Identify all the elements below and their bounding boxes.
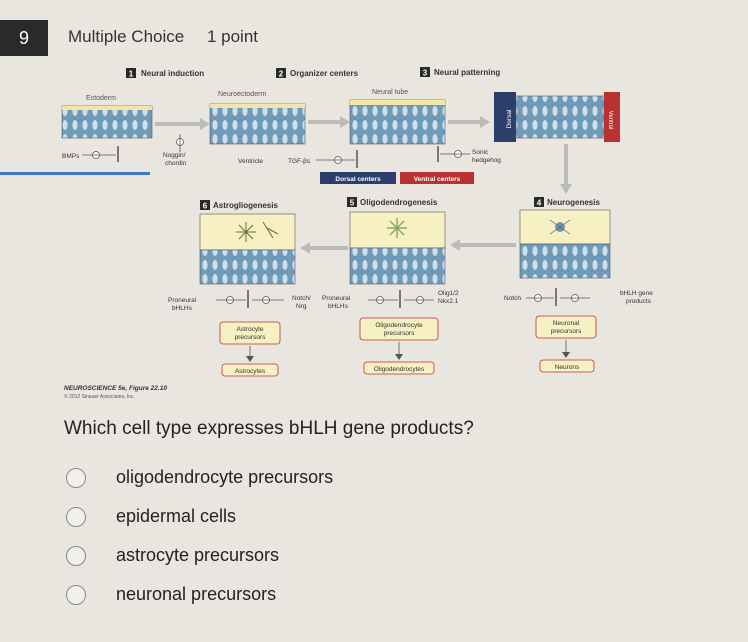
svg-text:Ventral: Ventral (607, 111, 613, 130)
option-1[interactable]: oligodendrocyte precursors (66, 458, 333, 497)
svg-text:Astrocytes: Astrocytes (235, 368, 266, 375)
neural-tube-tissue (349, 99, 446, 145)
svg-text:Organizer centers: Organizer centers (290, 69, 359, 78)
svg-text:precursors: precursors (551, 328, 582, 335)
sonic-label: Sonic (472, 149, 489, 156)
svg-text:Astrogliogenesis: Astrogliogenesis (213, 201, 278, 210)
selection-indicator-line (0, 172, 150, 175)
svg-text:Oligodendrocyte: Oligodendrocyte (375, 322, 423, 329)
answer-options: oligodendrocyte precursors epidermal cel… (66, 458, 333, 614)
olig-label: Olig1/2 (438, 290, 459, 297)
figure-copyright: © 2012 Sinauer Associates, Inc. (64, 393, 135, 400)
svg-text:Neural induction: Neural induction (141, 69, 204, 78)
svg-text:5: 5 (350, 199, 355, 208)
tgf-label: TGF-βs (288, 158, 311, 165)
svg-text:6: 6 (203, 202, 208, 211)
svg-text:Neural patterning: Neural patterning (434, 68, 500, 77)
step-5-header: 5 Oligodendrogenesis (347, 197, 438, 208)
ventricle-label: Ventricle (238, 158, 263, 165)
neural-tube-label: Neural tube (372, 89, 408, 96)
question-type: Multiple Choice (68, 27, 185, 46)
astrocytes-box (221, 363, 279, 377)
astrogliogenesis-tissue (199, 249, 296, 285)
step-4-header: 4 Neurogenesis (534, 197, 600, 208)
radio-button[interactable] (66, 584, 86, 605)
oligodendrocytes-box (363, 361, 435, 375)
oligo-precursors-box (359, 317, 439, 341)
bhlh-products-label: products (626, 298, 652, 305)
option-label: neuronal precursors (116, 584, 277, 604)
proneural-label-6: Proneural (168, 297, 197, 304)
noggin-label: Noggin/ (163, 152, 186, 159)
step-6-header: 6 Astrogliogenesis (200, 200, 278, 211)
svg-text:Neurons: Neurons (555, 364, 580, 371)
option-label: epidermal cells (116, 506, 237, 526)
chordin-label: chordin (165, 160, 187, 167)
neuronal-precursors-box (535, 315, 597, 339)
ventral-bar (604, 92, 620, 142)
notch-label: Notch (504, 295, 521, 302)
option-3[interactable]: astrocyte precursors (66, 536, 333, 575)
figure-credit: NEUROSCIENCE 5e, Figure 22.10 (64, 385, 167, 392)
notch-nrg-label: Notch/ (292, 295, 311, 302)
ventral-centers-badge (400, 172, 474, 184)
radio-button[interactable] (66, 545, 86, 566)
question-header: Multiple Choice 1 point (68, 27, 276, 47)
svg-text:Neurogenesis: Neurogenesis (547, 198, 600, 207)
step-2-header: 2 Organizer centers (276, 68, 359, 79)
option-label: astrocyte precursors (116, 545, 280, 565)
hedgehog-label: hedgehog (472, 157, 501, 164)
step-3-header: 3 Neural patterning (420, 67, 500, 78)
ectoderm-label: Ectoderm (86, 95, 116, 102)
neuroectoderm-label: Neuroectoderm (218, 91, 266, 98)
bhlh-gene-label: bHLH gene (620, 290, 653, 297)
dorsal-bar (494, 92, 516, 142)
question-number: 9 (0, 20, 48, 56)
svg-text:Astrocyte: Astrocyte (236, 326, 263, 333)
svg-text:Dorsal centers: Dorsal centers (335, 176, 381, 183)
oligodendrogenesis-tissue (349, 247, 446, 285)
svg-text:bHLHs: bHLHs (172, 305, 193, 312)
svg-text:Nrg: Nrg (296, 303, 307, 310)
patterned-tube-tissue (515, 95, 605, 139)
neurons-box (539, 359, 595, 373)
option-2[interactable]: epidermal cells (66, 497, 333, 536)
svg-text:bHLHs: bHLHs (328, 303, 349, 310)
svg-text:Ventral centers: Ventral centers (414, 176, 461, 183)
neurogenesis-tissue (519, 243, 611, 279)
figure-neural-development: 1 Neural induction 2 Organizer centers 3… (60, 62, 678, 402)
svg-text:Neuronal: Neuronal (553, 320, 580, 327)
svg-text:2: 2 (279, 70, 284, 79)
svg-text:4: 4 (537, 199, 542, 208)
svg-text:Nkx2.1: Nkx2.1 (438, 298, 459, 305)
svg-text:Dorsal: Dorsal (506, 109, 513, 128)
svg-text:3: 3 (423, 69, 428, 78)
question-points: 1 point (206, 27, 259, 46)
svg-text:precursors: precursors (235, 334, 266, 341)
question-text: Which cell type expresses bHLH gene prod… (64, 418, 474, 439)
proneural-label-5: Proneural (322, 295, 351, 302)
svg-text:1: 1 (129, 70, 134, 79)
radio-button[interactable] (66, 506, 86, 527)
option-label: oligodendrocyte precursors (116, 467, 334, 487)
astro-precursors-box (219, 321, 281, 345)
step-1-header: 1 Neural induction (126, 68, 204, 79)
dorsal-centers-badge (320, 172, 396, 184)
radio-button[interactable] (66, 467, 86, 488)
svg-text:Oligodendrogenesis: Oligodendrogenesis (360, 198, 438, 207)
bmps-label: BMPs (62, 153, 80, 160)
option-4[interactable]: neuronal precursors (66, 575, 333, 614)
ectoderm-tissue (61, 105, 153, 139)
svg-text:precursors: precursors (384, 330, 415, 337)
neuroectoderm-tissue (209, 103, 306, 145)
svg-text:Oligodendrocytes: Oligodendrocytes (374, 366, 425, 373)
